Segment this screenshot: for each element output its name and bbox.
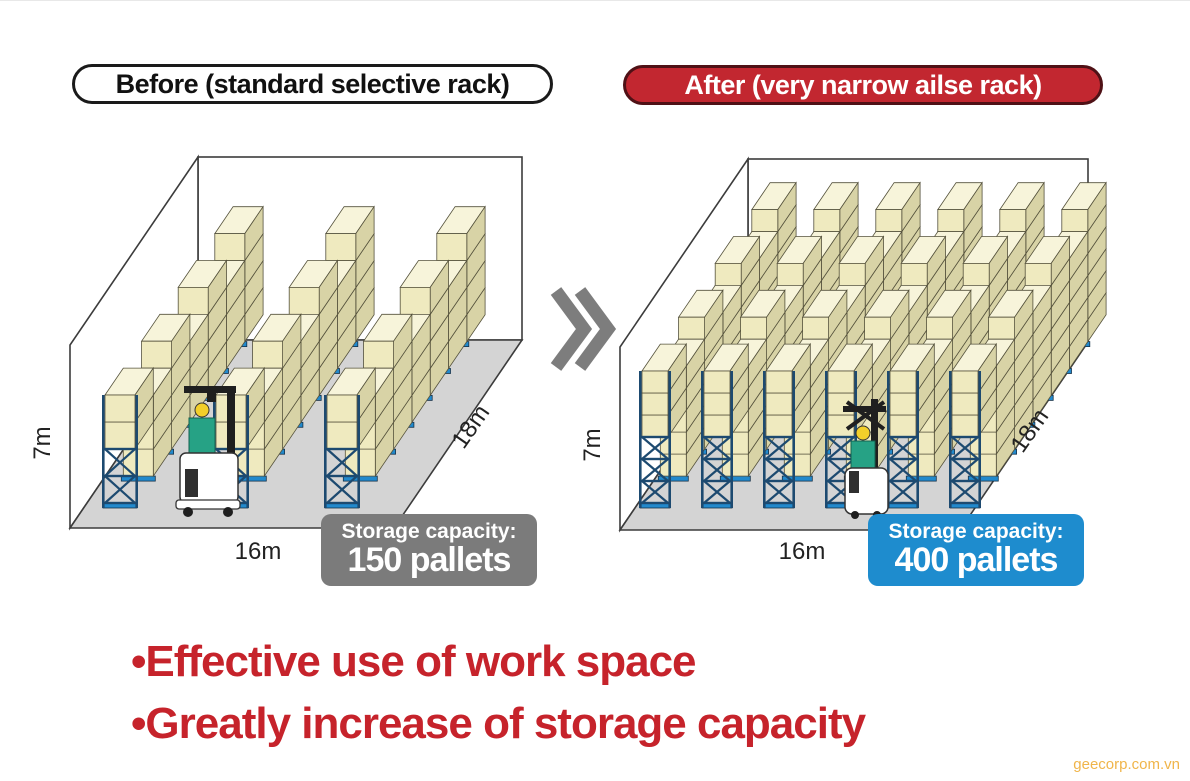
rack-row — [949, 181, 1107, 509]
pallet-stack — [102, 366, 155, 509]
double-chevron-right-icon — [550, 287, 617, 371]
pallet-stack — [949, 342, 998, 509]
after-width-label: 16m — [779, 538, 826, 565]
pallet-stack — [639, 342, 688, 509]
after-racks — [639, 181, 1107, 509]
pallet-stack — [887, 342, 936, 509]
rack-row — [324, 205, 486, 509]
pallet-stack — [763, 342, 812, 509]
after-capacity-label: Storage capacity: — [888, 520, 1064, 544]
before-height-label: 7m — [29, 426, 56, 459]
pallet-stack — [701, 342, 750, 509]
reach-truck-with-operator — [175, 386, 241, 517]
operator-helmet — [194, 402, 210, 418]
after-title-pill: After (very narrow ailse rack) — [623, 65, 1103, 105]
pallet-stack — [324, 366, 377, 509]
after-capacity-badge: Storage capacity: 400 pallets — [868, 514, 1084, 586]
after-capacity-value: 400 pallets — [894, 541, 1059, 580]
before-capacity-value: 150 pallets — [347, 541, 512, 580]
before-title: Before (standard selective rack) — [115, 68, 510, 99]
watermark: geecorp.com.vn — [1073, 756, 1180, 773]
bullet-item: •Effective use of work space — [131, 637, 697, 686]
before-width-label: 16m — [235, 538, 282, 565]
summary-bullets: •Effective use of work space •Greatly in… — [131, 631, 866, 755]
before-title-pill: Before (standard selective rack) — [72, 64, 553, 104]
before-capacity-label: Storage capacity: — [341, 520, 517, 544]
after-title: After (very narrow ailse rack) — [684, 69, 1042, 100]
after-height-label: 7m — [579, 428, 606, 461]
operator-helmet — [855, 425, 871, 441]
order-picker-with-operator — [843, 399, 889, 519]
bullet-item: •Greatly increase of storage capacity — [131, 699, 866, 748]
operator-body — [188, 417, 216, 456]
before-capacity-badge: Storage capacity: 150 pallets — [321, 514, 537, 586]
rack-row — [102, 205, 264, 509]
